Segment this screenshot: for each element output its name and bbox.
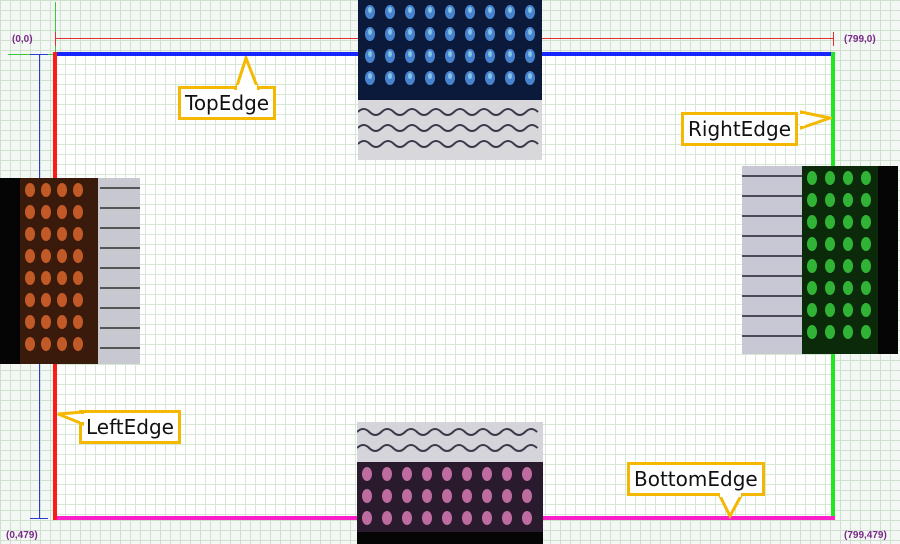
height-dimension-tick-bottom [30, 518, 48, 519]
coord-bottom-right: (799,479) [844, 530, 887, 541]
left-edge-label: LeftEdge [86, 415, 174, 439]
bottom-edge-callout: BottomEdge [627, 462, 765, 496]
coord-top-left: (0,0) [12, 34, 33, 45]
bottom-edge-label: BottomEdge [634, 467, 758, 491]
top-edge-label: TopEdge [185, 91, 270, 115]
width-dimension-tick-right [833, 32, 834, 46]
left-edge-callout: LeftEdge [79, 410, 181, 444]
origin-guide-vertical [55, 2, 56, 54]
width-dimension-tick-left [55, 32, 56, 46]
top-edge-texture-image [358, 0, 542, 160]
right-edge-callout-pointer [800, 110, 832, 130]
top-edge-callout: TopEdge [178, 86, 277, 120]
right-edge-label: RightEdge [688, 117, 791, 141]
left-edge-texture-image [0, 178, 140, 364]
coord-bottom-left: (0,479) [6, 530, 38, 541]
top-edge-callout-pointer [234, 56, 260, 90]
bottom-edge-texture-image [357, 422, 543, 544]
right-edge-callout: RightEdge [681, 112, 798, 146]
coord-top-right: (799,0) [844, 34, 876, 45]
right-edge-texture-image [742, 166, 898, 354]
left-edge-callout-pointer [57, 410, 84, 427]
bottom-edge-callout-pointer [716, 493, 745, 519]
height-dimension-tick-top [30, 54, 48, 55]
